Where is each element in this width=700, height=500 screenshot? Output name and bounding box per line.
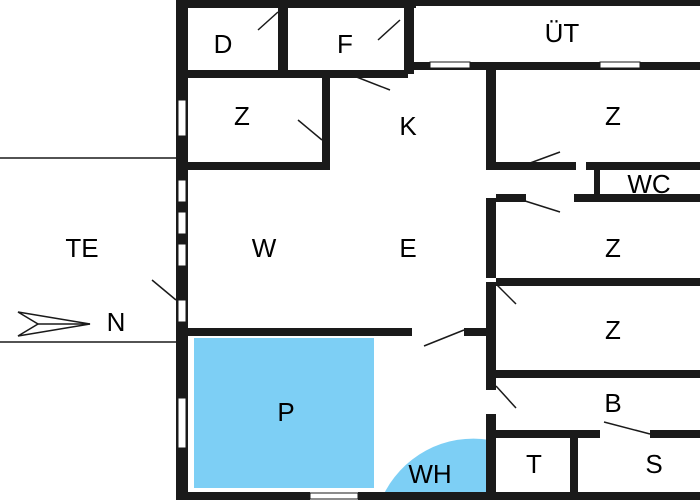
whirlpool (382, 438, 490, 498)
room-label-w: W (252, 233, 277, 263)
windows (177, 61, 641, 500)
compass-label: N (107, 307, 126, 337)
room-label-ut: ÜT (545, 18, 580, 48)
room-label-e: E (399, 233, 416, 263)
room-label-wc: WC (627, 169, 670, 199)
room-label-k: K (399, 111, 417, 141)
room-label-z-middle-right: Z (605, 233, 621, 263)
pool (194, 338, 374, 488)
room-label-f: F (337, 29, 353, 59)
room-label-d: D (214, 29, 233, 59)
room-label-p: P (277, 397, 294, 427)
door-swings (151, 11, 651, 435)
room-label-b: B (604, 388, 621, 418)
terrace-outline (0, 157, 176, 343)
room-label-z-upper-right: Z (605, 101, 621, 131)
room-label-s: S (645, 449, 662, 479)
room-label-te: TE (65, 233, 98, 263)
room-label-z-upper-left: Z (234, 101, 250, 131)
room-label-wh: WH (408, 459, 451, 489)
north-arrow-icon (17, 311, 91, 337)
room-label-z-lower-right: Z (605, 315, 621, 345)
room-label-t: T (526, 449, 542, 479)
